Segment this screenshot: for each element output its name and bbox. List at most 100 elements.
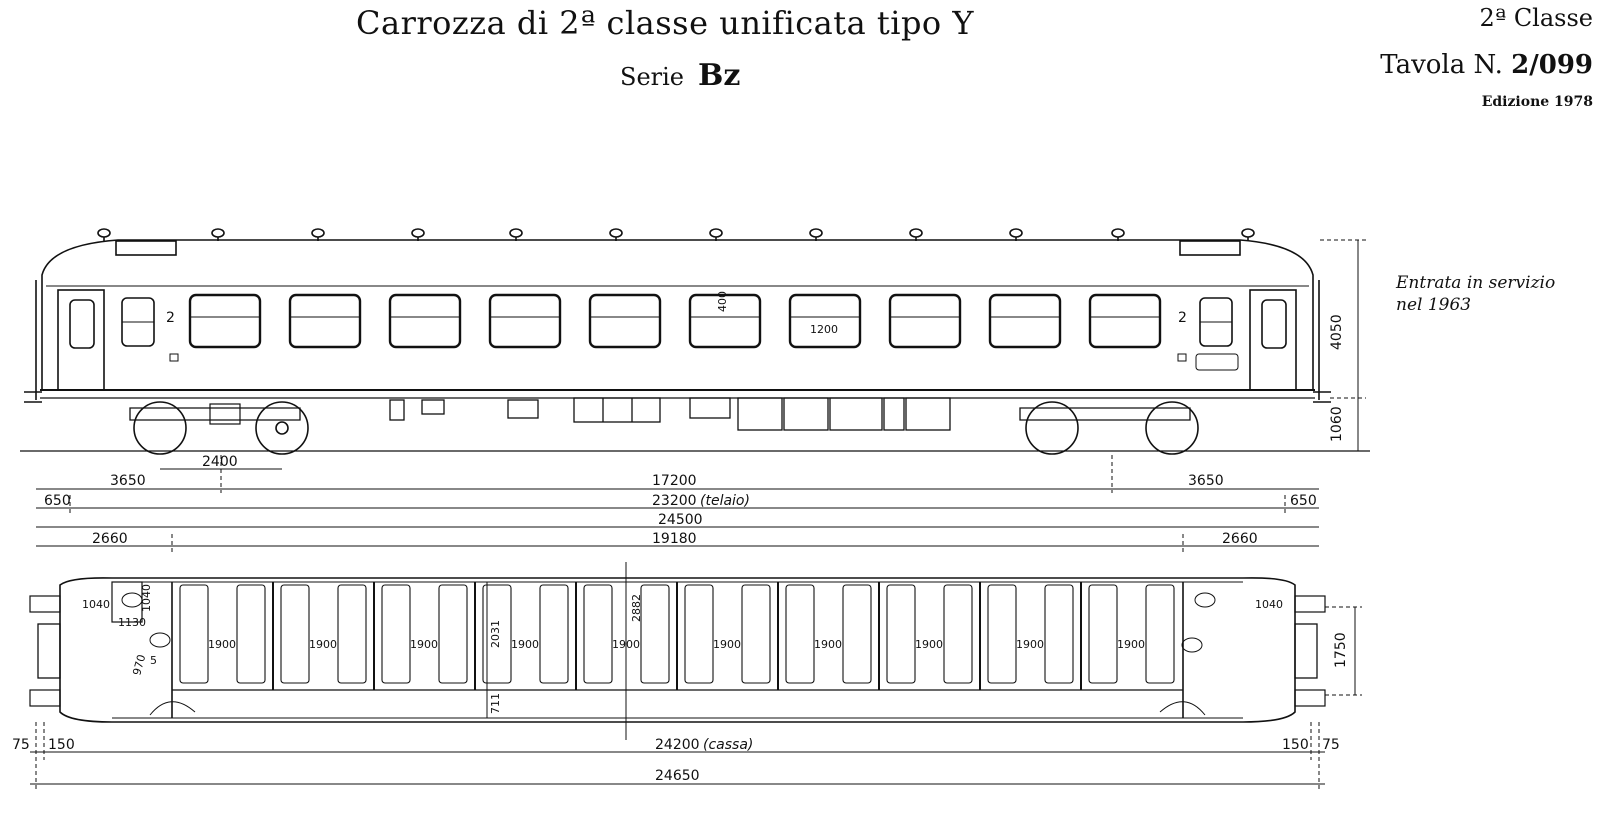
dim-toilet-depth: 970 (130, 653, 148, 677)
compartments (179, 584, 1175, 684)
plan-view: 1900 1900 1900 1900 1900 1900 1900 1900 … (12, 562, 1362, 790)
compartment (785, 584, 872, 684)
dim-floor-height: 1060 (1329, 406, 1345, 442)
compartment-pitch: 1900 (309, 638, 337, 651)
class-mark-right: 2 (1178, 310, 1187, 326)
dim-body-label: (cassa) (703, 737, 753, 753)
buffer-left (24, 391, 42, 403)
compartment-window (688, 293, 762, 349)
roof-vent (1241, 228, 1255, 241)
compartment-pitch: 1900 (511, 638, 539, 651)
dim-vestibule-right: 2660 (1222, 531, 1258, 547)
plate-label: Tavola N. (1380, 50, 1503, 80)
dim-end-left-a: 75 (12, 737, 30, 753)
door-left-window (69, 299, 95, 349)
buffer-plan-right-bottom (1294, 689, 1326, 707)
dim-toilet-extra: 5 (150, 654, 157, 667)
compartment-windows (188, 293, 1162, 349)
dim-bogie-wheelbase: 2400 (202, 454, 238, 470)
compartment-window (288, 293, 362, 349)
door-swing-left (149, 701, 196, 716)
series-value: Bz (698, 58, 741, 93)
wheel (1025, 401, 1079, 455)
roof-vents (97, 228, 1255, 241)
door-left (57, 289, 105, 391)
gangway-left (37, 623, 61, 679)
dim-corridor-height: 2031 (489, 620, 502, 648)
compartment-window (188, 293, 262, 349)
dim-window-width: 1200 (810, 323, 838, 336)
dim-buffer-length: 24500 (658, 512, 703, 528)
compartment-window (988, 293, 1062, 349)
dim-total-length: 24650 (655, 768, 700, 784)
wheel (255, 401, 309, 455)
compartment-pitch: 1900 (1016, 638, 1044, 651)
dim-vestibule-left: 2660 (92, 531, 128, 547)
roof-vent (97, 228, 111, 241)
dim-corridor-width: 711 (489, 693, 502, 714)
door-swing-right (1159, 701, 1206, 716)
dim-frame-length: 23200 (652, 493, 697, 509)
side-dimensions: 2400 3650 17200 3650 650 23200 (telaio) … (36, 454, 1319, 552)
dim-interior-length: 19180 (652, 531, 697, 547)
compartment-pitch-labels: 1900 1900 1900 1900 1900 1900 1900 1900 … (208, 638, 1145, 651)
destination-board (1195, 353, 1239, 371)
dim-height-total: 4050 (1329, 314, 1345, 350)
plan-body-outline (59, 577, 1296, 723)
compartment (482, 584, 569, 684)
bogie-left (129, 401, 309, 455)
edition-label: Edizione 1978 (1481, 94, 1593, 110)
buffer-plan-left-top (29, 595, 61, 613)
series-line: Serie Bz (620, 58, 740, 93)
buffer-plan-left-bottom (29, 689, 61, 707)
service-note-line2: nel 1963 (1396, 295, 1472, 315)
compartment-pitch: 1900 (713, 638, 741, 651)
side-body-outline (41, 239, 1314, 390)
dim-overhang-right: 650 (1290, 493, 1317, 509)
compartment-window (388, 293, 462, 349)
dim-toilet-width: 1130 (118, 616, 146, 629)
compartment (987, 584, 1074, 684)
compartment-pitch: 1900 (814, 638, 842, 651)
compartment-window (1088, 293, 1162, 349)
side-elevation: 2 2 400 1200 (20, 228, 1370, 455)
dim-end-right-b: 150 (1282, 737, 1309, 753)
compartment-window (888, 293, 962, 349)
compartment-window (588, 293, 662, 349)
plate-value: 2/099 (1511, 50, 1593, 80)
class-label: 2ª Classe (1479, 4, 1593, 32)
underframe-equipment (389, 397, 951, 431)
dim-body-length: 24200 (655, 737, 700, 753)
dim-door-left: 1040 (82, 598, 110, 611)
dim-frame-label: (telaio) (700, 493, 750, 509)
compartment-partitions (272, 582, 1082, 690)
compartment (886, 584, 973, 684)
door-right (1249, 289, 1297, 391)
washbasin-right (1194, 592, 1216, 608)
compartment-pitch: 1900 (208, 638, 236, 651)
roof-hatch-left (115, 240, 177, 256)
dim-pivot-left: 3650 (110, 473, 146, 489)
dim-door-left-vertical: 1040 (140, 584, 153, 612)
compartment-pitch: 1900 (1117, 638, 1145, 651)
buffer-right (1313, 391, 1331, 403)
plate-number: Tavola N. 2/099 (1380, 50, 1593, 80)
height-dimensions: 4050 1060 (1320, 239, 1366, 451)
wc-left (149, 632, 171, 648)
compartment (381, 584, 468, 684)
compartment (583, 584, 670, 684)
wheel (1145, 401, 1199, 455)
dim-compartment-depth: 2882 (630, 594, 643, 622)
compartment-window (488, 293, 562, 349)
plan-internal-dimensions: 1040 1040 1130 970 5 2031 2882 711 1040 … (82, 562, 1362, 740)
gangway-right (1294, 623, 1318, 679)
bogie-right (1019, 401, 1199, 455)
class-mark-left: 2 (166, 310, 175, 326)
drawing-title: Carrozza di 2ª classe unificata tipo Y (356, 4, 974, 42)
compartment (280, 584, 367, 684)
compartment-pitch: 1900 (915, 638, 943, 651)
compartment-pitch: 1900 (410, 638, 438, 651)
series-label: Serie (620, 63, 684, 91)
dim-window-height: 400 (716, 291, 729, 312)
plan-bottom-dimensions: 75 150 24200 (cassa) 150 75 24650 (12, 722, 1340, 790)
